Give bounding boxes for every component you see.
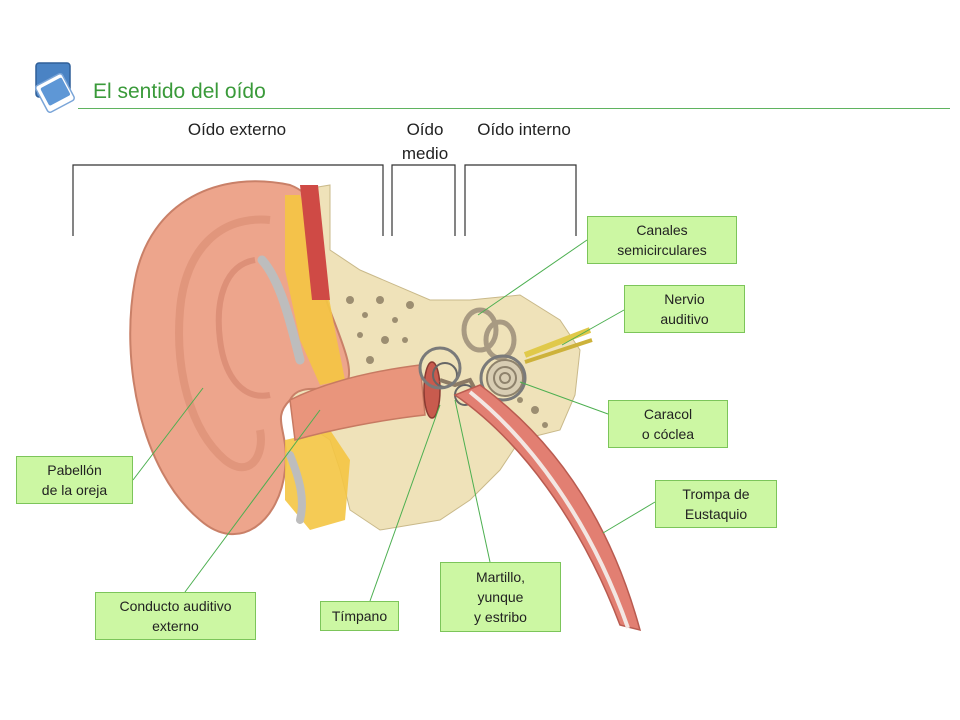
label-conducto-auditivo: Conducto auditivo externo [95, 592, 256, 640]
label-nervio-auditivo: Nervio auditivo [624, 285, 745, 333]
section-outer-ear: Oído externo [187, 120, 287, 139]
label-pabellon-oreja: Pabellón de la oreja [16, 456, 133, 504]
label-canales-semicirculares: Canales semicirculares [587, 216, 737, 264]
title-divider [78, 108, 950, 109]
page-title: El sentido del oído [93, 80, 266, 103]
pointer-lines [132, 239, 656, 602]
section-middle-ear: Oído medio [401, 120, 449, 163]
label-trompa-eustaquio: Trompa de Eustaquio [655, 480, 777, 528]
label-timpano: Tímpano [320, 601, 399, 631]
stacked-squares-icon [35, 62, 75, 113]
label-huesecillos: Martillo, yunque y estribo [440, 562, 561, 632]
label-caracol: Caracol o cóclea [608, 400, 728, 448]
section-brackets [72, 164, 577, 236]
section-inner-ear: Oído interno [477, 120, 571, 139]
